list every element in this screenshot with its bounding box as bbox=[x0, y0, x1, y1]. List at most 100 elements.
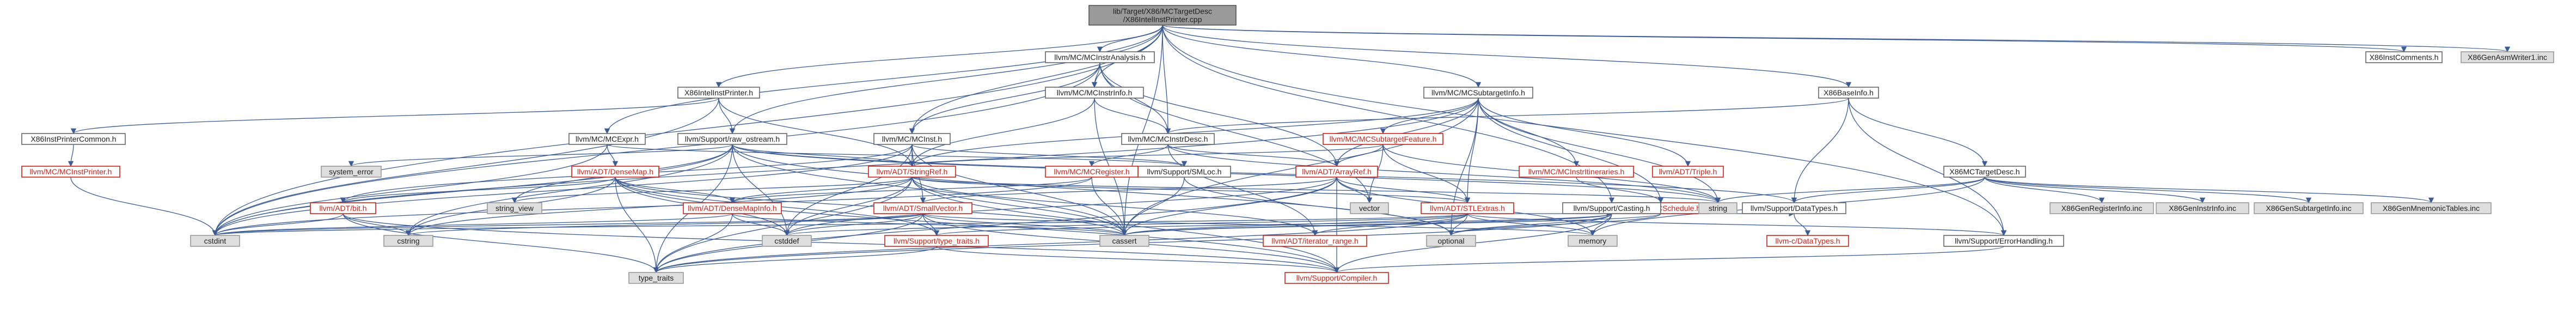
node-X86GenAsmWriter1[interactable]: X86GenAsmWriter1.inc bbox=[2461, 51, 2554, 63]
node-label-X86InstComments: X86InstComments.h bbox=[2370, 53, 2439, 62]
node-label-type_traits_h: llvm/Support/type_traits.h bbox=[894, 237, 980, 245]
node-DenseMap[interactable]: llvm/ADT/DenseMap.h bbox=[571, 166, 659, 178]
node-box-ArrayRef bbox=[1295, 166, 1378, 178]
node-MCInstrInfo[interactable]: llvm/MC/MCInstrInfo.h bbox=[1045, 87, 1144, 99]
node-memory[interactable]: memory bbox=[1568, 235, 1618, 247]
node-Triple[interactable]: llvm/ADT/Triple.h bbox=[1652, 166, 1724, 178]
node-label-DenseMapInfo: llvm/ADT/DenseMapInfo.h bbox=[688, 204, 776, 213]
node-X86MCTargetDesc[interactable]: X86MCTargetDesc.h bbox=[1943, 166, 2026, 178]
edge-bit-to-cstdint bbox=[212, 213, 344, 237]
node-ArrayRef[interactable]: llvm/ADT/ArrayRef.h bbox=[1295, 166, 1378, 178]
edge-MCInstrInfo-to-MCInstrDesc bbox=[1094, 98, 1171, 135]
node-box-MCExpr bbox=[568, 133, 646, 145]
edge-STLExtras-to-type_traits bbox=[653, 213, 1468, 274]
node-box-cassert bbox=[1099, 235, 1149, 247]
node-SMLoc[interactable]: llvm/Support/SMLoc.h bbox=[1137, 166, 1231, 178]
node-cstdint[interactable]: cstdint bbox=[190, 235, 240, 247]
node-optional[interactable]: optional bbox=[1426, 235, 1476, 247]
edge-X86MCTargetDesc-to-X86GenMnemonicTables bbox=[1984, 177, 2434, 204]
node-X86GenInstrInfo[interactable]: X86GenInstrInfo.inc bbox=[2156, 202, 2249, 214]
node-X86GenRegisterInfo[interactable]: X86GenRegisterInfo.inc bbox=[2049, 202, 2154, 214]
node-raw_ostream[interactable]: llvm/Support/raw_ostream.h bbox=[677, 133, 787, 145]
node-cstring[interactable]: cstring bbox=[383, 235, 433, 247]
node-label-X86GenInstrInfo: X86GenInstrInfo.inc bbox=[2169, 204, 2236, 213]
node-box-bit bbox=[310, 202, 376, 214]
edge-DenseMap-to-bit bbox=[340, 177, 616, 204]
node-box-MCSubtargetFeature bbox=[1323, 133, 1443, 145]
node-X86BaseInfo[interactable]: X86BaseInfo.h bbox=[1818, 87, 1879, 99]
edge-MCInstPrinter-to-cstdint bbox=[70, 177, 218, 237]
edge-MCSubtargetInfo-to-MCInstrItineraries bbox=[1478, 98, 1580, 167]
node-MCInstrAnalysis[interactable]: llvm/MC/MCInstrAnalysis.h bbox=[1045, 51, 1155, 63]
node-Casting[interactable]: llvm/Support/Casting.h bbox=[1562, 202, 1661, 214]
node-STLExtras[interactable]: llvm/ADT/STLExtras.h bbox=[1421, 202, 1514, 214]
node-string[interactable]: string bbox=[1698, 202, 1737, 214]
node-box-memory bbox=[1568, 235, 1618, 247]
node-MCInstPrinter[interactable]: llvm/MC/MCInstPrinter.h bbox=[21, 166, 120, 178]
node-bit[interactable]: llvm/ADT/bit.h bbox=[310, 202, 376, 214]
node-MCSubtargetFeature[interactable]: llvm/MC/MCSubtargetFeature.h bbox=[1323, 133, 1443, 145]
edge-MCSubtargetInfo-to-ArrayRef bbox=[1333, 98, 1479, 167]
node-label-raw_ostream: llvm/Support/raw_ostream.h bbox=[685, 135, 780, 143]
node-label-DenseMap: llvm/ADT/DenseMap.h bbox=[577, 167, 653, 176]
edge-MCSubtargetFeature-to-StringRef bbox=[909, 144, 1384, 167]
edge-raw_ostream-to-system_error bbox=[348, 144, 733, 167]
node-system_error[interactable]: system_error bbox=[321, 166, 382, 178]
node-box-X86InstPrinterCommon bbox=[21, 133, 126, 145]
node-label-type_traits: type_traits bbox=[639, 274, 674, 282]
node-StringRef[interactable]: llvm/ADT/StringRef.h bbox=[868, 166, 956, 178]
edge-root-to-raw_ostream bbox=[729, 25, 1163, 135]
node-cstddef[interactable]: cstddef bbox=[762, 235, 812, 247]
node-MCInstrDesc[interactable]: llvm/MC/MCInstrDesc.h bbox=[1121, 133, 1215, 145]
node-DenseMapInfo[interactable]: llvm/ADT/DenseMapInfo.h bbox=[683, 202, 782, 214]
node-SmallVector[interactable]: llvm/ADT/SmallVector.h bbox=[873, 202, 972, 214]
node-label-X86MCTargetDesc: X86MCTargetDesc.h bbox=[1949, 167, 2020, 176]
node-label-root: /X86IntelInstPrinter.cpp bbox=[1123, 15, 1202, 24]
node-box-MCInstrItineraries bbox=[1519, 166, 1634, 178]
node-X86InstPrinterCommon[interactable]: X86InstPrinterCommon.h bbox=[21, 133, 126, 145]
node-box-MCInstrInfo bbox=[1045, 87, 1144, 99]
edge-ArrayRef-to-cstddef bbox=[784, 177, 1337, 237]
node-MCSubtargetInfo[interactable]: llvm/MC/MCSubtargetInfo.h bbox=[1423, 87, 1533, 99]
edge-StringRef-to-string_view bbox=[512, 177, 913, 204]
node-iterator_range[interactable]: llvm/ADT/iterator_range.h bbox=[1263, 235, 1367, 247]
node-string_view[interactable]: string_view bbox=[487, 202, 542, 214]
node-box-X86GenSubtargetInfo bbox=[2254, 202, 2364, 214]
node-box-X86MCTargetDesc bbox=[1943, 166, 2026, 178]
edge-bit-to-type_traits bbox=[342, 213, 659, 274]
node-type_traits[interactable]: type_traits bbox=[628, 272, 684, 284]
node-label-system_error: system_error bbox=[329, 167, 374, 176]
node-vector[interactable]: vector bbox=[1350, 202, 1389, 214]
node-Compiler[interactable]: llvm/Support/Compiler.h bbox=[1284, 272, 1389, 284]
node-DataTypes[interactable]: llvm/Support/DataTypes.h bbox=[1742, 202, 1846, 214]
node-X86InstComments[interactable]: X86InstComments.h bbox=[2365, 51, 2443, 63]
edge-bit-to-Compiler bbox=[342, 213, 1339, 274]
edge-X86BaseInfo-to-ErrorHandling bbox=[1848, 98, 2007, 237]
node-ErrorHandling[interactable]: llvm/Support/ErrorHandling.h bbox=[1943, 235, 2064, 247]
node-X86GenSubtargetInfo[interactable]: X86GenSubtargetInfo.inc bbox=[2254, 202, 2364, 214]
edge-type_traits_h-to-Compiler bbox=[936, 246, 1339, 274]
node-MCExpr[interactable]: llvm/MC/MCExpr.h bbox=[568, 133, 646, 145]
node-label-ErrorHandling: llvm/Support/ErrorHandling.h bbox=[1955, 237, 2053, 245]
edge-root-to-MCInst bbox=[909, 25, 1163, 135]
node-X86IntelInstPrinter[interactable]: X86IntelInstPrinter.h bbox=[677, 87, 760, 99]
node-X86GenMnemonicTables[interactable]: X86GenMnemonicTables.inc bbox=[2371, 202, 2492, 214]
edge-MCSubtargetInfo-to-StringRef bbox=[909, 98, 1479, 167]
edge-MCInstrAnalysis-to-ArrayRef bbox=[1099, 62, 1340, 167]
edge-MCInstrInfo-to-StringRef bbox=[909, 98, 1095, 167]
node-MCInstrItineraries[interactable]: llvm/MC/MCInstrItineraries.h bbox=[1519, 166, 1634, 178]
edge-X86BaseInfo-to-DataTypes bbox=[1791, 98, 1849, 204]
node-box-string bbox=[1698, 202, 1737, 214]
node-cassert[interactable]: cassert bbox=[1099, 235, 1149, 247]
node-box-DenseMapInfo bbox=[683, 202, 782, 214]
node-label-MCInstrItineraries: llvm/MC/MCInstrItineraries.h bbox=[1528, 167, 1625, 176]
edge-Casting-to-optional bbox=[1448, 213, 1612, 237]
node-MCRegister[interactable]: llvm/MC/MCRegister.h bbox=[1045, 166, 1139, 178]
edge-MCExpr-to-DenseMap bbox=[607, 144, 619, 167]
node-box-MCInstPrinter bbox=[21, 166, 120, 178]
node-type_traits_h[interactable]: llvm/Support/type_traits.h bbox=[884, 235, 989, 247]
node-MCInst[interactable]: llvm/MC/MCInst.h bbox=[873, 133, 951, 145]
node-cDataTypes[interactable]: llvm-c/DataTypes.h bbox=[1766, 235, 1849, 247]
edge-MCRegister-to-DenseMapInfo bbox=[730, 177, 1092, 204]
